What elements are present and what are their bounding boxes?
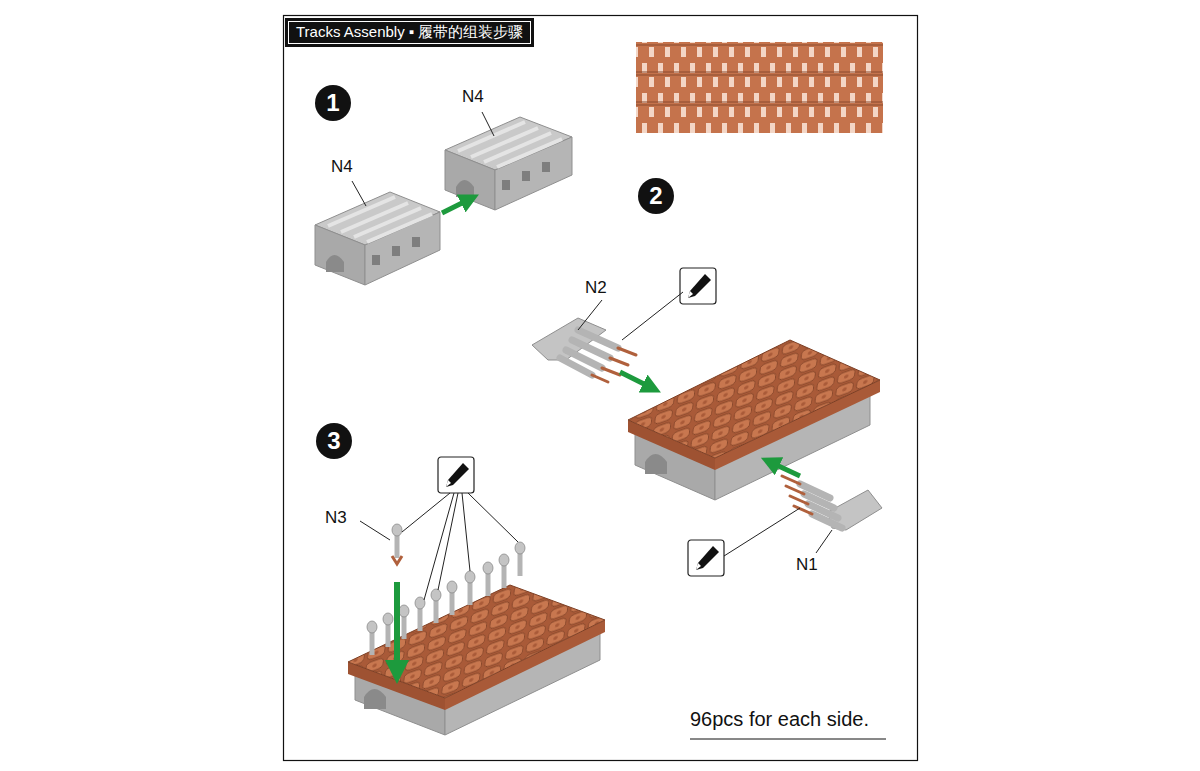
- step-number: 3: [316, 423, 352, 459]
- title-bar: Tracks Assenbly ▪ 履带的组装步骤: [285, 18, 534, 47]
- part-label: N4: [331, 157, 353, 177]
- note-text: 96pcs for each side.: [690, 708, 869, 731]
- step-number: 2: [638, 178, 674, 214]
- part-label: N1: [796, 555, 818, 575]
- part-label: N4: [462, 87, 484, 107]
- part-label: N2: [585, 278, 607, 298]
- part-label: N3: [325, 508, 347, 528]
- step-number: 1: [315, 85, 351, 121]
